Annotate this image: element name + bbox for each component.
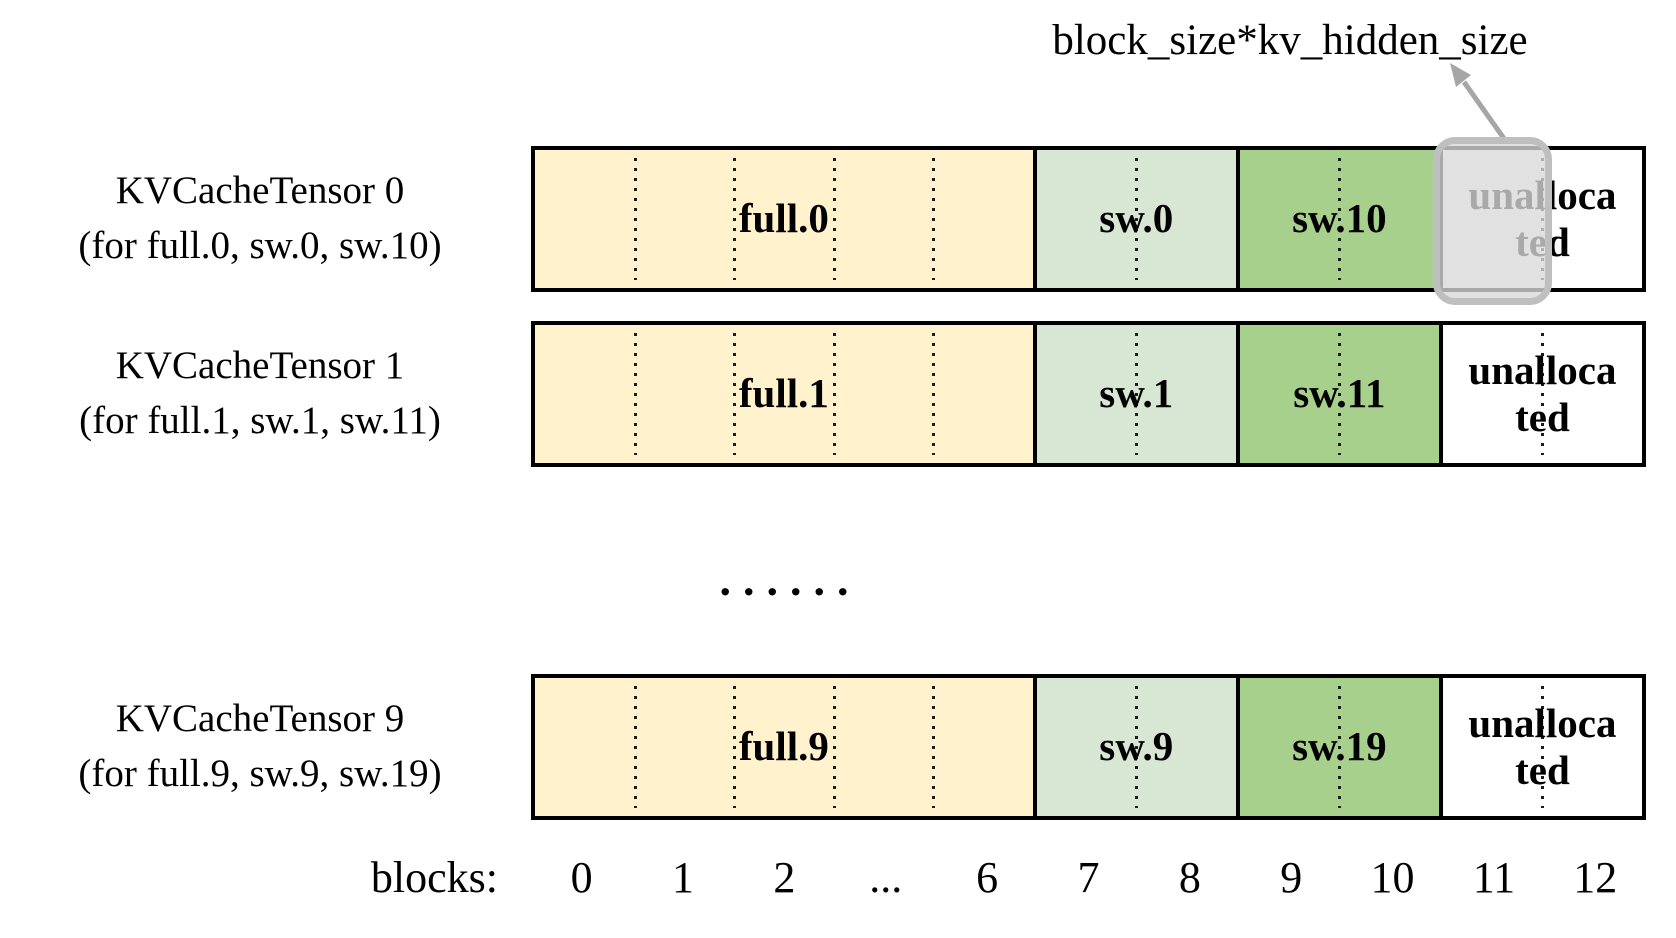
segment-sw-19-label: sw.19 bbox=[1292, 723, 1387, 770]
block-divider bbox=[1135, 686, 1139, 808]
block-divider bbox=[733, 158, 737, 280]
block-divider bbox=[633, 333, 637, 455]
block-divider bbox=[1135, 333, 1139, 455]
segment-sw-11: sw.11 bbox=[1235, 325, 1439, 463]
axis-tick-2: 2 bbox=[773, 853, 796, 902]
axis-tick-11: 11 bbox=[1472, 853, 1516, 902]
segment-unallocated-1-line1: unalloca bbox=[1468, 346, 1617, 393]
segment-unallocated-1-line2: ted bbox=[1515, 394, 1570, 440]
tensor-row-0: KVCacheTensor 0 (for full.0, sw.0, sw.10… bbox=[0, 146, 1676, 292]
tensor-row-9-label: KVCacheTensor 9 (for full.9, sw.9, sw.19… bbox=[20, 674, 500, 820]
segment-unallocated-9-line1: unalloca bbox=[1468, 699, 1617, 746]
rows-ellipsis: ...... bbox=[719, 554, 861, 605]
block-divider bbox=[1338, 158, 1342, 280]
segment-unallocated-9: unalloca ted bbox=[1438, 678, 1643, 816]
segment-sw-9-label: sw.9 bbox=[1099, 723, 1174, 770]
axis-tick-1: 1 bbox=[672, 853, 695, 902]
segment-sw-1-label: sw.1 bbox=[1099, 370, 1174, 417]
axis-tick-12: 12 bbox=[1573, 853, 1618, 902]
block-divider bbox=[932, 333, 936, 455]
tensor-row-9-title: KVCacheTensor 9 bbox=[115, 697, 405, 741]
segment-full-9: full.9 bbox=[535, 678, 1033, 816]
tensor-row-1-bar: full.1 sw.1 sw.11 unalloca ted bbox=[531, 321, 1646, 467]
block-divider bbox=[633, 686, 637, 808]
segment-full-0: full.0 bbox=[535, 150, 1033, 288]
tensor-row-0-title: KVCacheTensor 0 bbox=[115, 169, 405, 213]
segment-full-1: full.1 bbox=[535, 325, 1033, 463]
block-size-highlight-box bbox=[1433, 137, 1552, 305]
segment-sw-0: sw.0 bbox=[1032, 150, 1236, 288]
tensor-row-1-label: KVCacheTensor 1 (for full.1, sw.1, sw.11… bbox=[20, 321, 500, 467]
block-divider bbox=[1338, 686, 1342, 808]
block-divider bbox=[832, 158, 836, 280]
axis-tick-10: 10 bbox=[1370, 853, 1415, 902]
segment-sw-19: sw.19 bbox=[1235, 678, 1439, 816]
block-divider bbox=[932, 686, 936, 808]
segment-full-0-label: full.0 bbox=[738, 195, 829, 242]
segment-sw-0-label: sw.0 bbox=[1099, 195, 1174, 242]
axis-tick-7: 7 bbox=[1077, 853, 1100, 902]
axis-tick-ellipsis: ... bbox=[869, 853, 903, 902]
segment-unallocated-1: unalloca ted bbox=[1438, 325, 1643, 463]
block-divider bbox=[832, 686, 836, 808]
block-divider bbox=[1135, 158, 1139, 280]
tensor-row-1-title: KVCacheTensor 1 bbox=[115, 344, 405, 388]
segment-full-9-label: full.9 bbox=[738, 723, 829, 770]
block-divider bbox=[1541, 686, 1545, 808]
blocks-axis-label: blocks: bbox=[370, 853, 498, 902]
segment-sw-11-label: sw.11 bbox=[1293, 370, 1386, 417]
blocks-axis: 0 1 2 ... 6 7 8 9 10 11 12 bbox=[531, 852, 1646, 916]
block-divider bbox=[932, 158, 936, 280]
tensor-row-9-bar: full.9 sw.9 sw.19 unalloca ted bbox=[531, 674, 1646, 820]
axis-tick-0: 0 bbox=[570, 853, 593, 902]
tensor-row-1-subtitle: (for full.1, sw.1, sw.11) bbox=[79, 399, 441, 442]
block-divider bbox=[633, 158, 637, 280]
axis-tick-6: 6 bbox=[976, 853, 999, 902]
tensor-row-0-subtitle: (for full.0, sw.0, sw.10) bbox=[78, 224, 442, 267]
block-divider bbox=[1541, 333, 1545, 455]
segment-full-1-label: full.1 bbox=[738, 370, 829, 417]
block-divider bbox=[733, 686, 737, 808]
tensor-row-0-label: KVCacheTensor 0 (for full.0, sw.0, sw.10… bbox=[20, 146, 500, 292]
segment-sw-1: sw.1 bbox=[1032, 325, 1236, 463]
segment-sw-10-label: sw.10 bbox=[1292, 195, 1387, 242]
axis-tick-8: 8 bbox=[1178, 853, 1201, 902]
tensor-row-9-subtitle: (for full.9, sw.9, sw.19) bbox=[78, 752, 442, 795]
axis-tick-9: 9 bbox=[1280, 853, 1303, 902]
tensor-row-9: KVCacheTensor 9 (for full.9, sw.9, sw.19… bbox=[0, 674, 1676, 820]
tensor-row-1: KVCacheTensor 1 (for full.1, sw.1, sw.11… bbox=[0, 321, 1676, 467]
block-divider bbox=[733, 333, 737, 455]
block-size-annotation: block_size*kv_hidden_size bbox=[1052, 17, 1528, 64]
annotation-arrow-icon bbox=[1450, 63, 1508, 142]
block-divider bbox=[832, 333, 836, 455]
segment-unallocated-9-line2: ted bbox=[1515, 747, 1570, 793]
segment-sw-10: sw.10 bbox=[1235, 150, 1439, 288]
block-divider bbox=[1338, 333, 1342, 455]
segment-sw-9: sw.9 bbox=[1032, 678, 1236, 816]
